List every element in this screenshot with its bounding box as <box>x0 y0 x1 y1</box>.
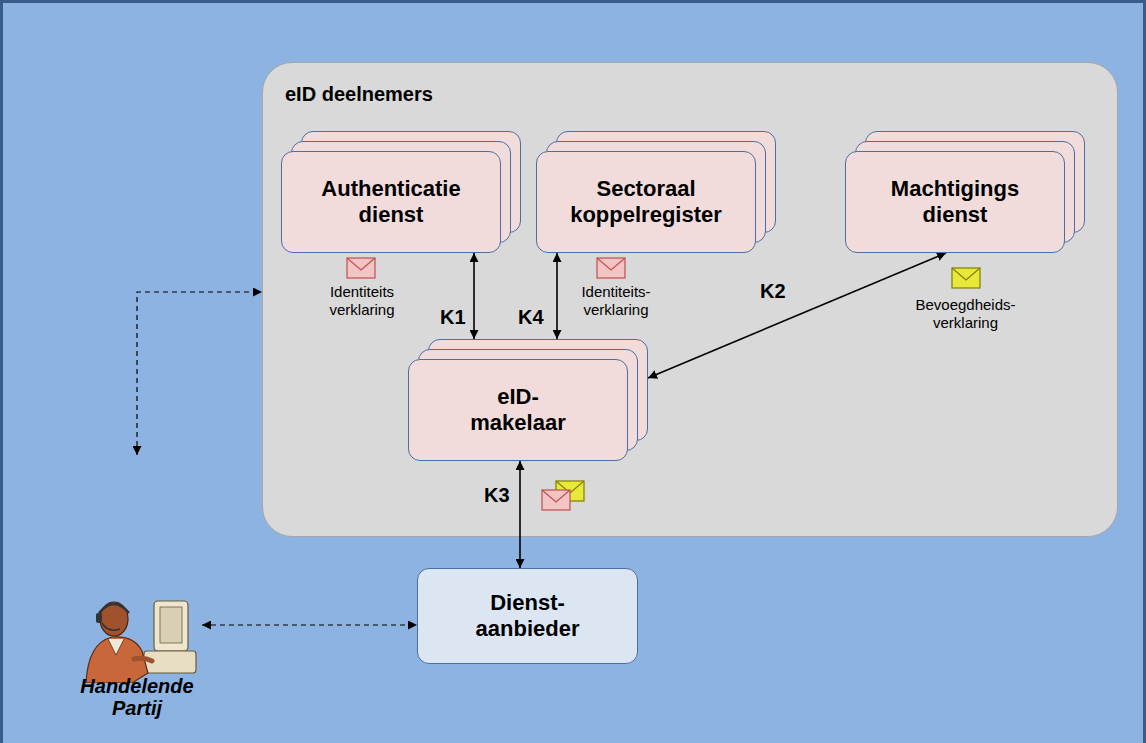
box-title: Machtigings dienst <box>875 176 1035 229</box>
interface-code: K4 <box>518 306 544 329</box>
interface-code: K1 <box>440 306 466 329</box>
identity-envelope <box>542 490 570 510</box>
interface-arrow <box>519 461 521 568</box>
interface-arrow <box>556 253 558 339</box>
interface-arrow <box>648 253 946 378</box>
message-label: Identiteits- verklaring <box>566 283 666 319</box>
actor-figure: Handelende Partij <box>62 455 212 719</box>
service-box: Dienst- aanbieder <box>417 568 638 664</box>
box-title: eID- makelaar <box>463 384 573 437</box>
service-box: Machtigings dienst <box>845 151 1065 253</box>
box-title: Dienst- aanbieder <box>463 590 593 643</box>
actor-label: Handelende Partij <box>77 675 197 719</box>
interaction-arrow <box>137 292 262 455</box>
box-title: Authenticatie dienst <box>304 176 479 229</box>
interface-arrow <box>473 253 475 339</box>
interface-code: K2 <box>760 280 786 303</box>
service-box: Authenticatie dienst <box>281 151 501 253</box>
interaction-arrow <box>202 624 417 625</box>
interface-code: K3 <box>484 484 510 507</box>
message-label: Identiteits verklaring <box>312 283 412 319</box>
message-label: Bevoegdheids- verklaring <box>908 296 1023 332</box>
service-box: eID- makelaar <box>408 359 628 461</box>
person-illustration <box>72 593 202 683</box>
service-box: Sectoraal koppelregister <box>536 151 756 253</box>
box-title: Sectoraal koppelregister <box>559 176 734 229</box>
group-title: eID deelnemers <box>285 83 433 106</box>
identity-envelope <box>347 258 625 278</box>
